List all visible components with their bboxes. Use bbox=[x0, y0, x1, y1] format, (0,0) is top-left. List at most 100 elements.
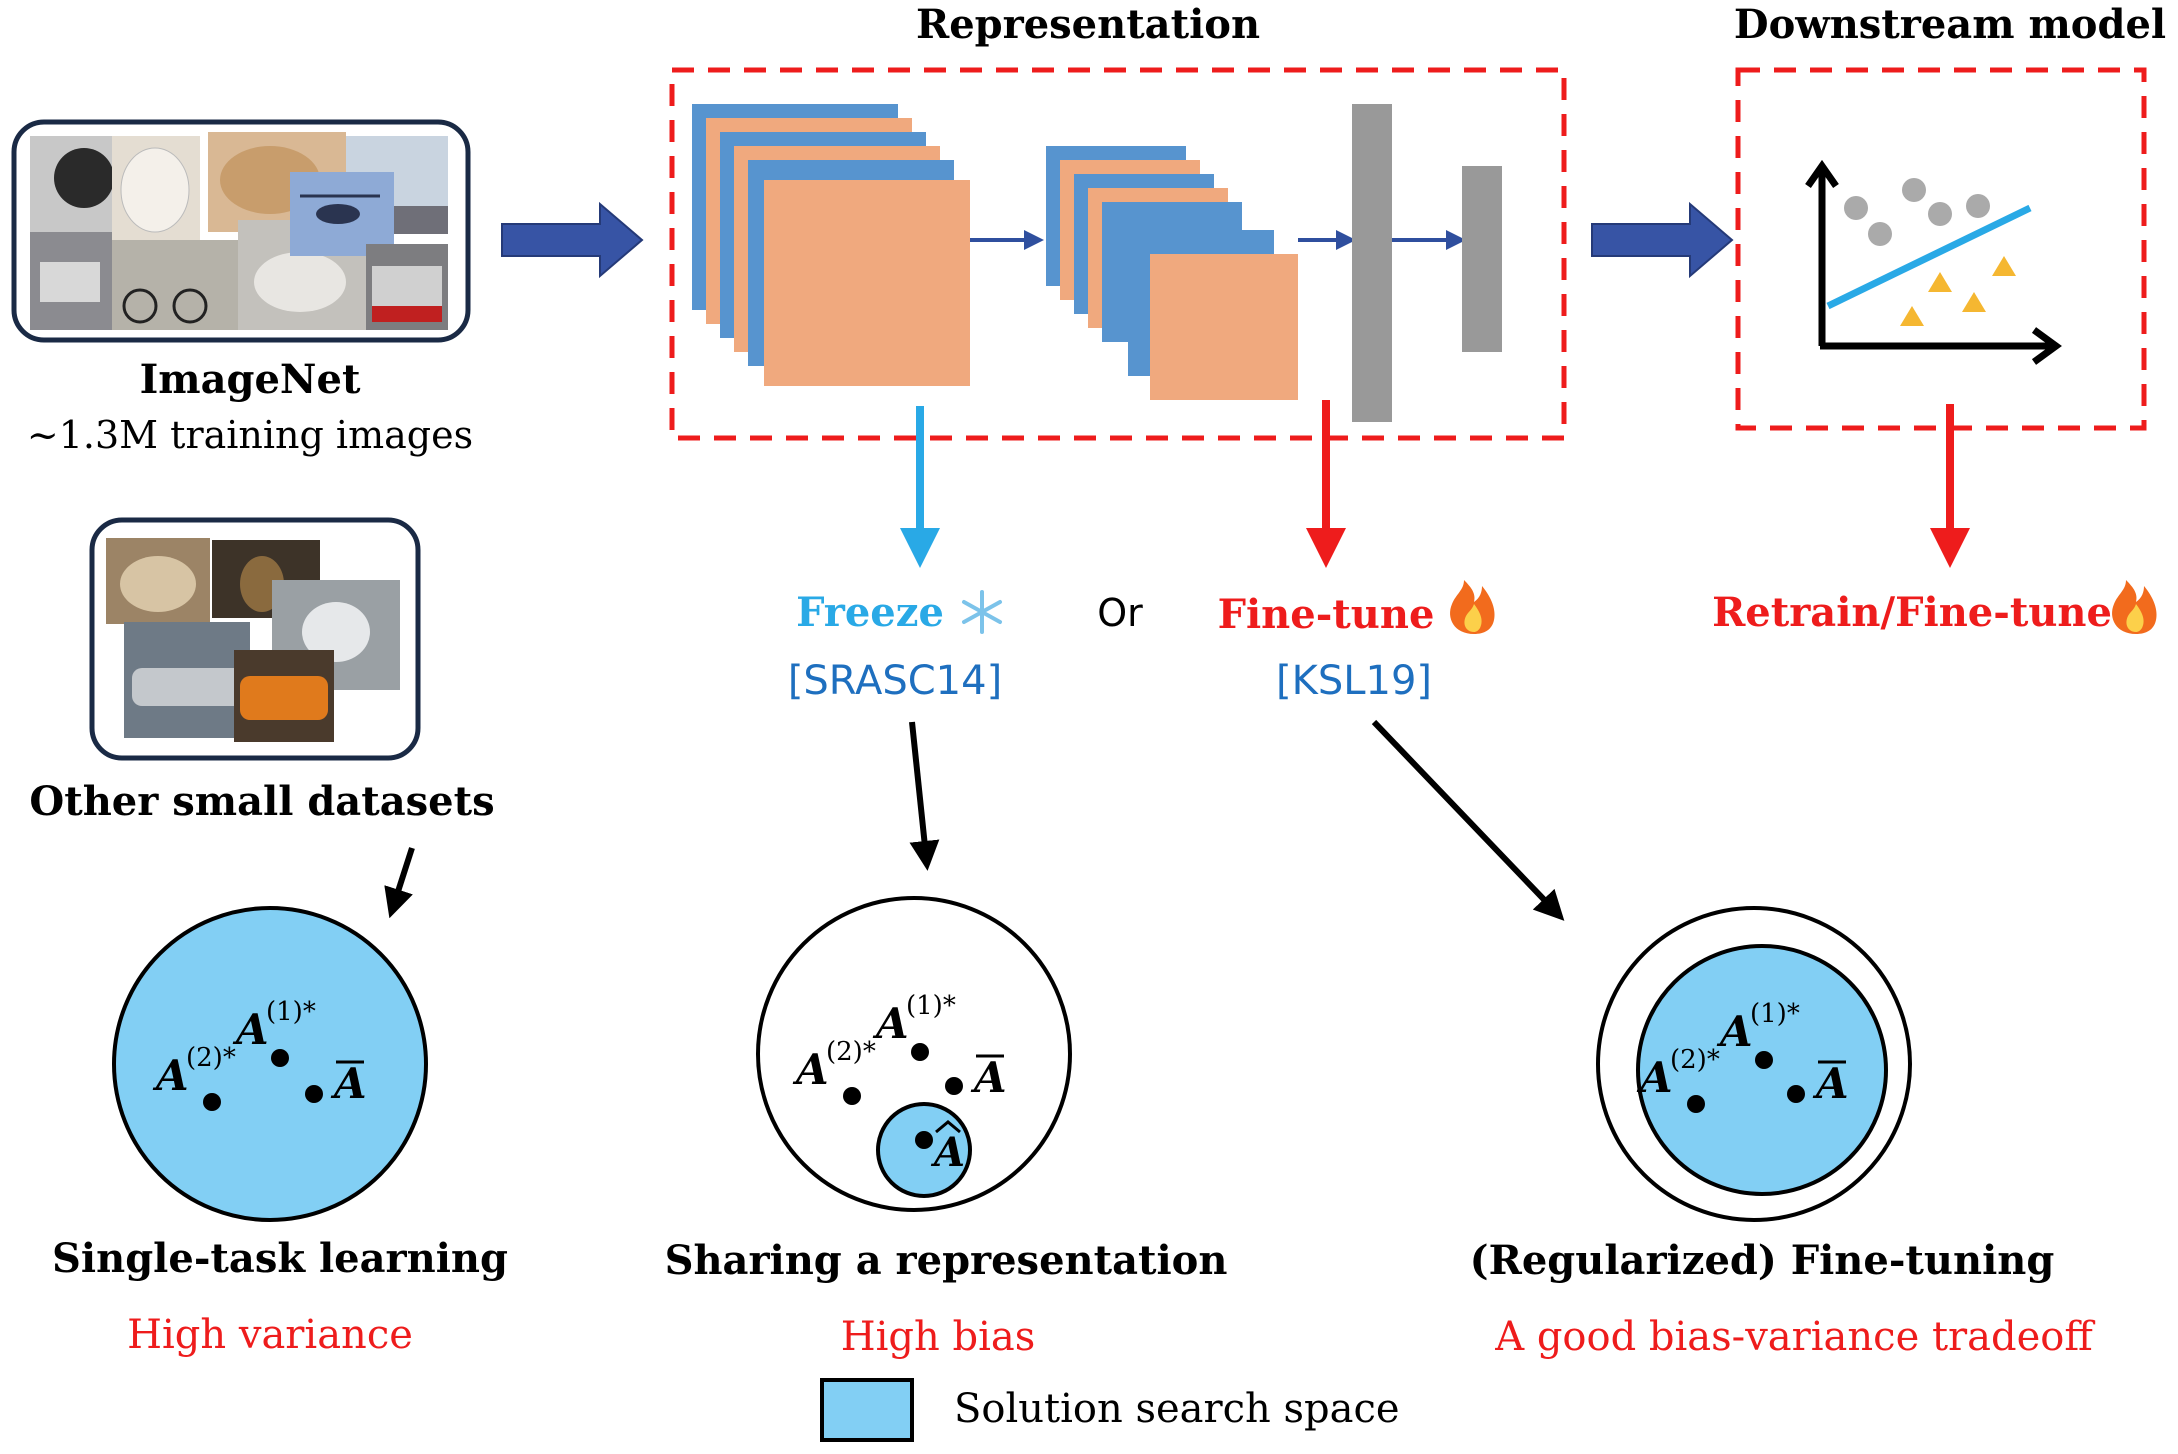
label-a2: A bbox=[792, 1045, 829, 1094]
freeze-to-panel-arrow bbox=[909, 721, 940, 871]
ahat-hat bbox=[935, 1120, 961, 1134]
finetune-to-panel-arrow bbox=[1371, 719, 1565, 921]
fire-icon-flame bbox=[2112, 580, 2157, 634]
plot-point bbox=[1928, 202, 1952, 226]
fc-layer-1 bbox=[1352, 104, 1392, 422]
photo-shape bbox=[302, 602, 370, 662]
panel2-title: Sharing a representation bbox=[665, 1237, 1228, 1284]
search-space-circle bbox=[112, 906, 428, 1222]
photo-shape bbox=[120, 556, 196, 612]
fire-icon bbox=[2112, 580, 2157, 634]
panel1-verdict: High variance bbox=[127, 1312, 413, 1358]
search-space-circle bbox=[876, 1102, 972, 1198]
panel1-title: Single-task learning bbox=[52, 1235, 508, 1282]
label-a1-sup: (1)* bbox=[266, 997, 316, 1027]
scatter-plot-icon bbox=[1805, 159, 2062, 365]
small-datasets-collage bbox=[89, 517, 421, 761]
panel-finetuning: A (2)* A (1)* A bbox=[1596, 906, 1912, 1222]
fc-layer-2 bbox=[1462, 166, 1502, 352]
photo-shape bbox=[132, 668, 244, 706]
label-a2: A bbox=[1636, 1053, 1673, 1102]
fire-icon-core bbox=[2126, 604, 2144, 632]
point-a1 bbox=[271, 1049, 289, 1067]
label-abar: A bbox=[970, 1053, 1007, 1102]
plot-axis bbox=[2031, 327, 2062, 365]
label-abar: A bbox=[1812, 1059, 1849, 1108]
point-abar bbox=[1787, 1085, 1805, 1103]
label-a1-sup: (1)* bbox=[1750, 999, 1800, 1029]
photo-shape bbox=[254, 252, 346, 312]
label-ahat: A bbox=[930, 1129, 965, 1176]
panel3-verdict: A good bias-variance tradeoff bbox=[1494, 1314, 2095, 1360]
point-ahat bbox=[915, 1131, 933, 1149]
photo-shape bbox=[120, 147, 190, 233]
point-a2 bbox=[1687, 1095, 1705, 1113]
search-space-circle bbox=[1636, 944, 1888, 1196]
plot-trend-line bbox=[1826, 204, 2032, 310]
label-a1: A bbox=[872, 999, 909, 1048]
panel3-title: (Regularized) Fine-tuning bbox=[1470, 1237, 2055, 1284]
label-a1-sup: (1)* bbox=[906, 991, 956, 1021]
label-a2-sup: (2)* bbox=[1670, 1045, 1720, 1075]
photo-shape bbox=[122, 288, 158, 324]
conv-layer-stack-1 bbox=[692, 104, 970, 386]
representation-box bbox=[669, 67, 1567, 441]
photo-shape bbox=[172, 288, 208, 324]
imagenet-collage bbox=[11, 119, 471, 343]
label-a2-sup: (2)* bbox=[826, 1037, 876, 1067]
plot-point bbox=[1900, 306, 1924, 326]
point-a2 bbox=[203, 1093, 221, 1111]
plot-point bbox=[1928, 272, 1952, 292]
legend-label: Solution search space bbox=[954, 1386, 1400, 1432]
fire-icon-flame bbox=[1450, 580, 1495, 634]
imagenet-to-representation-arrow bbox=[501, 201, 644, 279]
plot-point bbox=[1992, 256, 2016, 276]
plot-point bbox=[1966, 194, 1990, 218]
photo-shape bbox=[316, 204, 360, 224]
point-abar bbox=[945, 1077, 963, 1095]
snowflake-icon-stroke bbox=[962, 600, 1002, 624]
retrain-label: Retrain/Fine-tune bbox=[1712, 589, 2112, 636]
label-a2: A bbox=[152, 1051, 189, 1100]
fire-icon bbox=[1450, 580, 1495, 634]
label-a2-sup: (2)* bbox=[186, 1043, 236, 1073]
photo-bicycle bbox=[112, 240, 238, 330]
finetune-label: Fine-tune bbox=[1218, 591, 1435, 638]
photo-shape bbox=[40, 262, 100, 302]
label-a1: A bbox=[232, 1005, 269, 1054]
point-a1 bbox=[911, 1043, 929, 1061]
label-a1: A bbox=[1716, 1007, 1753, 1056]
representation-to-downstream-arrow bbox=[1591, 201, 1734, 279]
freeze-label: Freeze bbox=[796, 589, 944, 636]
point-a2 bbox=[843, 1087, 861, 1105]
downstream-box bbox=[1735, 67, 2147, 431]
representation-title: Representation bbox=[916, 1, 1260, 48]
freeze-citation: [SRASC14] bbox=[788, 658, 1002, 704]
label-abar: A bbox=[330, 1059, 367, 1108]
imagenet-name: ImageNet bbox=[140, 356, 361, 403]
plot-axis bbox=[1805, 159, 1839, 189]
legend-swatch bbox=[820, 1378, 914, 1442]
point-a1 bbox=[1755, 1051, 1773, 1069]
small-datasets-arrow bbox=[384, 847, 415, 919]
or-label: Or bbox=[1097, 591, 1143, 635]
plot-point bbox=[1962, 292, 1986, 312]
finetune-citation: [KSL19] bbox=[1276, 658, 1432, 704]
plot-point bbox=[1868, 222, 1892, 246]
fire-icon-core bbox=[1464, 604, 1482, 632]
imagenet-subtitle: ~1.3M training images bbox=[27, 413, 473, 457]
plot-point bbox=[1902, 178, 1926, 202]
point-abar bbox=[305, 1085, 323, 1103]
photo-shape bbox=[372, 306, 442, 322]
plot-point bbox=[1844, 196, 1868, 220]
photo-shape bbox=[54, 148, 114, 208]
snowflake-icon bbox=[962, 590, 1002, 634]
small-datasets-name: Other small datasets bbox=[29, 778, 494, 825]
panel2-verdict: High bias bbox=[841, 1314, 1036, 1360]
downstream-title: Downstream model bbox=[1734, 1, 2166, 48]
panel-single-task: A (2)* A (1)* A bbox=[112, 906, 428, 1222]
conv-layer-stack-2 bbox=[1046, 146, 1298, 400]
panel-sharing: A (2)* A (1)* A A bbox=[756, 896, 1072, 1212]
